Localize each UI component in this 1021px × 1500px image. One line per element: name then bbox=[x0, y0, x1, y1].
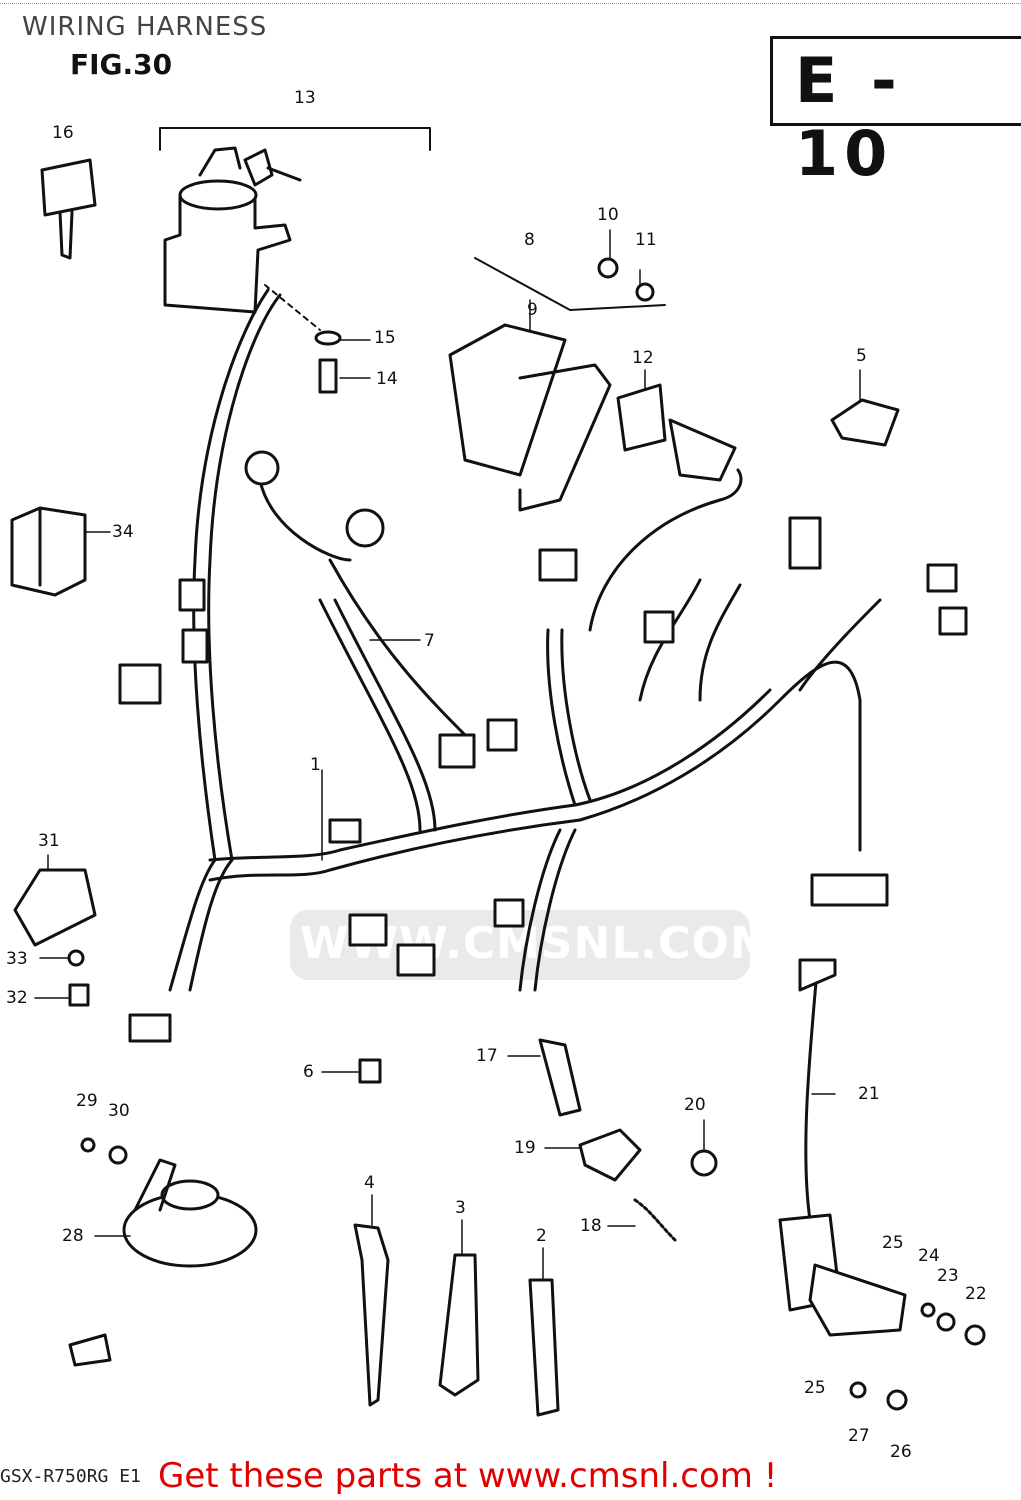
clip-31 bbox=[13, 868, 97, 947]
connector-blocks bbox=[118, 516, 968, 1043]
part-label-29: 29 bbox=[76, 1091, 98, 1111]
part-label-14: 14 bbox=[376, 369, 398, 389]
parts-link[interactable]: Get these parts at www.cmsnl.com ! bbox=[158, 1456, 778, 1496]
cover-5 bbox=[830, 398, 900, 447]
part-label-26: 26 bbox=[890, 1442, 912, 1462]
part-label-15: 15 bbox=[374, 328, 396, 348]
screw-14-15 bbox=[264, 284, 342, 394]
part-label-2: 2 bbox=[536, 1226, 547, 1246]
part-label-23: 23 bbox=[937, 1266, 959, 1286]
part-label-10: 10 bbox=[597, 205, 619, 225]
part-label-8: 8 bbox=[524, 230, 535, 250]
spring-18 bbox=[633, 1198, 677, 1242]
part-label-25-top: 25 bbox=[882, 1233, 904, 1253]
part-label-24: 24 bbox=[918, 1246, 940, 1266]
part-label-6: 6 bbox=[303, 1062, 314, 1082]
leader-lines bbox=[34, 229, 861, 1281]
relay-34 bbox=[10, 506, 87, 597]
main-harness bbox=[168, 288, 882, 992]
part-label-25-bottom: 25 bbox=[804, 1378, 826, 1398]
figure-label: FIG.30 bbox=[70, 48, 173, 81]
part-label-11: 11 bbox=[635, 230, 657, 250]
clamp-2 bbox=[528, 1278, 560, 1417]
bracket-25 bbox=[808, 1263, 907, 1337]
harness-7 bbox=[258, 478, 472, 742]
part-label-4: 4 bbox=[364, 1173, 375, 1193]
part-label-3: 3 bbox=[455, 1198, 466, 1218]
cable-21 bbox=[804, 958, 820, 1222]
part-label-5: 5 bbox=[856, 346, 867, 366]
small-clip bbox=[68, 1333, 112, 1367]
wiring-diagram bbox=[10, 127, 986, 1417]
part-label-32: 32 bbox=[6, 988, 28, 1008]
section-box bbox=[770, 36, 1021, 126]
part-label-34: 34 bbox=[112, 522, 134, 542]
drawing-code: GSX-R750RG E1 bbox=[0, 1466, 141, 1487]
part-label-18: 18 bbox=[580, 1216, 602, 1236]
part-label-22: 22 bbox=[965, 1284, 987, 1304]
page-title: WIRING HARNESS bbox=[22, 12, 268, 42]
key-16 bbox=[40, 158, 97, 260]
part-label-27: 27 bbox=[848, 1426, 870, 1446]
part-label-12: 12 bbox=[632, 348, 654, 368]
part-label-7: 7 bbox=[424, 631, 435, 651]
part-label-21: 21 bbox=[858, 1084, 880, 1104]
clamp-3 bbox=[438, 1253, 480, 1397]
part-label-9: 9 bbox=[527, 300, 538, 320]
bracket-13 bbox=[159, 127, 431, 151]
regulator-8 bbox=[448, 257, 666, 512]
part-label-20: 20 bbox=[684, 1095, 706, 1115]
bracket-19 bbox=[578, 1128, 642, 1182]
part-label-28: 28 bbox=[62, 1226, 84, 1246]
part-label-31: 31 bbox=[38, 831, 60, 851]
part-label-30: 30 bbox=[108, 1101, 130, 1121]
part-label-13: 13 bbox=[294, 88, 316, 108]
horn-28 bbox=[122, 1158, 258, 1268]
part-label-17: 17 bbox=[476, 1046, 498, 1066]
ignition-switch bbox=[163, 146, 302, 314]
part-label-16: 16 bbox=[52, 123, 74, 143]
part-label-1: 1 bbox=[310, 755, 321, 775]
switch-17 bbox=[538, 1038, 582, 1117]
bolt-10 bbox=[597, 257, 619, 279]
connector-12 bbox=[616, 383, 667, 452]
nut-11 bbox=[635, 282, 655, 302]
clamp-4 bbox=[353, 1223, 390, 1407]
bolt-6 bbox=[358, 1058, 382, 1084]
part-label-19: 19 bbox=[514, 1138, 536, 1158]
part-label-33: 33 bbox=[6, 949, 28, 969]
header-rule bbox=[0, 3, 1021, 4]
section-code: E - 10 bbox=[795, 44, 903, 190]
